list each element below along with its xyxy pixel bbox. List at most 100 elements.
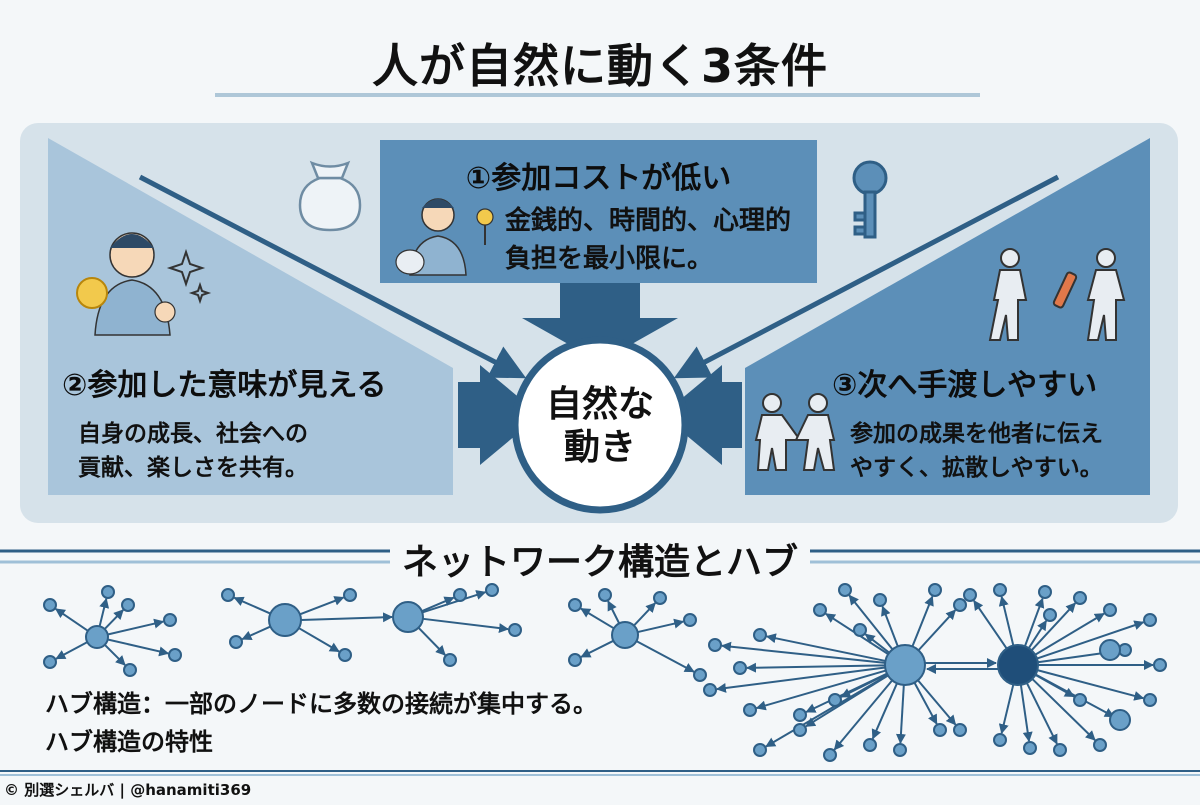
network-node [568, 598, 582, 612]
network-edge [1034, 673, 1075, 698]
network-node [793, 723, 807, 737]
network-node [611, 621, 639, 649]
condition-3-title: ③次へ手渡しやすい [832, 368, 1098, 403]
network-node [1109, 709, 1131, 731]
network-edge [580, 607, 615, 630]
footer-brand: 別選シェルバ [24, 781, 115, 799]
network-node [443, 653, 457, 667]
network-node [343, 588, 357, 602]
network-node [1053, 743, 1067, 757]
network-diagram [43, 583, 1167, 762]
network-edge [633, 602, 656, 627]
network-edge [1025, 682, 1058, 745]
network-node [121, 598, 135, 612]
network-edge [871, 682, 898, 740]
network-node [953, 723, 967, 737]
network-node [963, 588, 977, 602]
network-edge [848, 594, 894, 651]
network-node [1153, 658, 1167, 672]
section-divider [0, 549, 1200, 564]
baton-pass-icon [988, 248, 1126, 341]
center-label-line2: 動き [563, 427, 636, 469]
network-node [873, 593, 887, 607]
network-node [163, 613, 177, 627]
network-edge [913, 682, 938, 725]
network-edge [107, 638, 170, 657]
network-node [893, 743, 907, 757]
hub-characteristics: ハブ構造の特性 [45, 728, 213, 756]
network-edge [580, 639, 614, 658]
network-node [1073, 693, 1087, 707]
network-edge [55, 641, 88, 660]
network-node [101, 585, 115, 599]
network-edge [107, 618, 165, 636]
network-edge [422, 617, 510, 634]
section-title: ネットワーク構造とハブ [401, 542, 798, 583]
network-node [743, 703, 757, 717]
network-edge [998, 684, 1015, 735]
network-node [43, 655, 57, 669]
network-node [993, 733, 1007, 747]
network-node [653, 591, 667, 605]
network-edge [911, 595, 934, 647]
condition-3-desc-line2: やすく、拡散しやすい。 [850, 455, 1103, 481]
condition-2-desc-line2: 貢献、楽しさを共有。 [78, 455, 308, 481]
center-label: 自然な 動き [515, 383, 685, 469]
footer-handle: @hanamiti369 [130, 781, 252, 799]
network-edge [1034, 612, 1105, 656]
network-node [1103, 603, 1117, 617]
condition-2-title: ②参加した意味が見える [62, 368, 387, 403]
network-node [453, 588, 467, 602]
network-edge [417, 627, 446, 656]
network-edge [805, 672, 888, 713]
network-edge [1027, 620, 1048, 649]
network-node [568, 653, 582, 667]
network-edge [103, 609, 124, 630]
network-edge [998, 595, 1015, 646]
network-node [953, 598, 967, 612]
network-node [703, 683, 717, 697]
network-node [123, 663, 137, 677]
conditions-diagram [48, 138, 1150, 514]
network-edge [864, 633, 890, 654]
arrow-right [662, 365, 742, 465]
network-node [928, 583, 942, 597]
network-edge [637, 618, 685, 634]
network-node [823, 748, 837, 762]
network-node [933, 723, 947, 737]
condition-1-title: ①参加コストが低い [465, 161, 732, 196]
condition-2-desc-line1: 自身の成長、社会への [78, 421, 308, 447]
network-node [708, 638, 722, 652]
network-edge [298, 627, 340, 653]
network-node [1023, 741, 1037, 755]
network-node [1038, 585, 1052, 599]
network-edge [720, 641, 886, 664]
network-edge [833, 679, 893, 751]
footer-separator: | [119, 781, 125, 799]
network-edge [805, 674, 889, 728]
network-node [1143, 693, 1157, 707]
person-lightbulb-icon [395, 198, 494, 276]
network-node [1073, 591, 1087, 605]
network-edge [745, 662, 886, 673]
network-edge [607, 600, 621, 624]
money-bag-icon [298, 160, 362, 232]
arrow-top [522, 283, 678, 362]
network-node [1143, 613, 1157, 627]
handshake-icon [754, 393, 836, 471]
network-edge [421, 590, 487, 614]
condition-2-box [48, 138, 453, 495]
network-node [229, 635, 243, 649]
sparkle-icon [166, 248, 212, 305]
network-node [853, 623, 867, 637]
network-node [1093, 738, 1107, 752]
center-circle [511, 336, 689, 514]
network-edge [881, 605, 899, 647]
condition-3-box [745, 138, 1150, 495]
network-edge [1030, 602, 1076, 651]
key-icon [852, 160, 888, 239]
network-node [693, 668, 707, 682]
network-node [753, 628, 767, 642]
network-edge [917, 679, 957, 726]
page-title: 人が自然に動く3条件 [371, 39, 828, 93]
